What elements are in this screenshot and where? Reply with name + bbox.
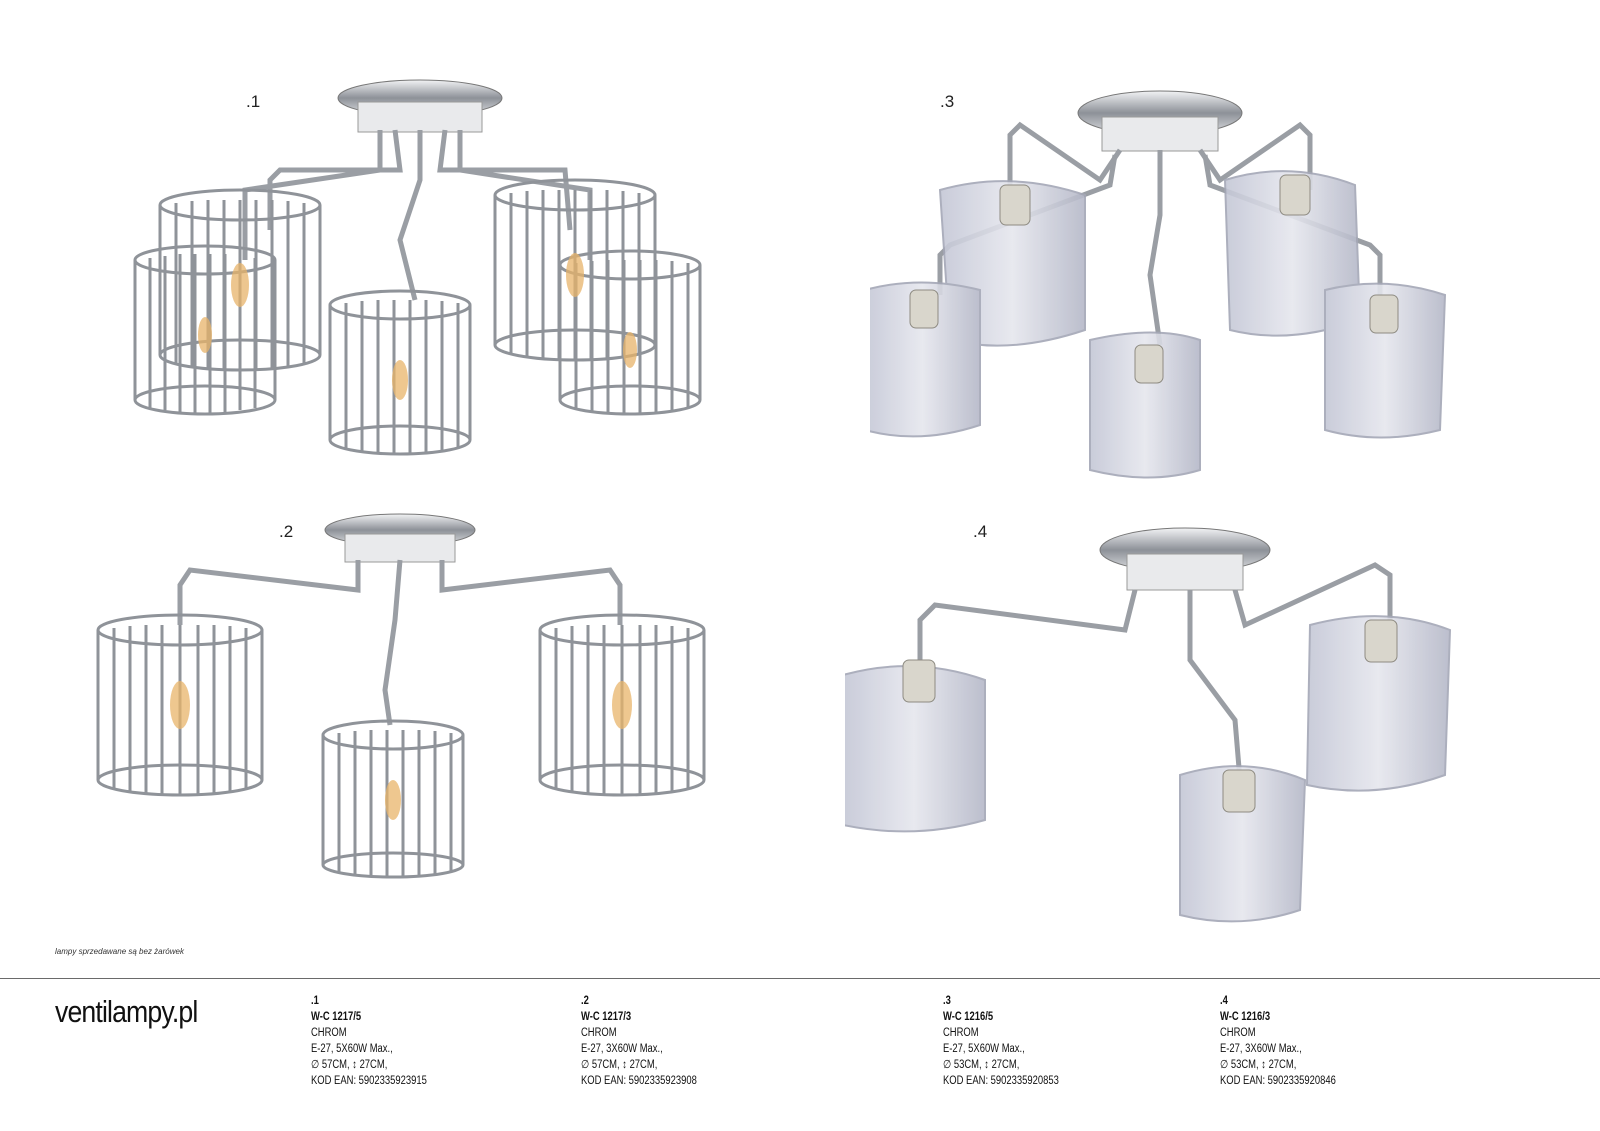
spec-dimensions: ∅ 57CM, ↕ 27CM, bbox=[311, 1059, 388, 1071]
spec-finish: CHROM bbox=[581, 1027, 617, 1039]
product-image-1 bbox=[110, 70, 730, 460]
product-label-2: .2 bbox=[279, 522, 294, 541]
spec-dimensions: ∅ 53CM, ↕ 27CM, bbox=[943, 1059, 1020, 1071]
footer-divider bbox=[0, 978, 1600, 979]
spec-finish: CHROM bbox=[943, 1027, 979, 1039]
product-label-4: .4 bbox=[973, 522, 988, 541]
spec-bulbs: E-27, 3X60W Max., bbox=[581, 1043, 663, 1055]
spec-code: W-C 1216/5 bbox=[943, 1011, 994, 1023]
product-image-4 bbox=[845, 520, 1475, 930]
product-label-3: .3 bbox=[940, 92, 955, 111]
spec-bulbs: E-27, 5X60W Max., bbox=[943, 1043, 1025, 1055]
spec-finish: CHROM bbox=[311, 1027, 347, 1039]
spec-bulbs: E-27, 3X60W Max., bbox=[1220, 1043, 1302, 1055]
spec-number: .4 bbox=[1220, 995, 1228, 1007]
glass-chandelier-3-illustration bbox=[845, 527, 1452, 923]
spec-code: W-C 1217/5 bbox=[311, 1011, 362, 1023]
cage-chandelier-5-illustration bbox=[133, 79, 702, 456]
spec-block-4: .4 W-C 1216/3 CHROM E-27, 3X60W Max., ∅ … bbox=[1220, 993, 1336, 1089]
spec-ean: KOD EAN: 5902335920853 bbox=[943, 1075, 1059, 1087]
spec-block-1: .1 W-C 1217/5 CHROM E-27, 5X60W Max., ∅ … bbox=[311, 993, 427, 1089]
spec-bulbs: E-27, 5X60W Max., bbox=[311, 1043, 393, 1055]
spec-code: W-C 1216/3 bbox=[1220, 1011, 1271, 1023]
spec-block-3: .3 W-C 1216/5 CHROM E-27, 5X60W Max., ∅ … bbox=[943, 993, 1059, 1089]
product-image-3 bbox=[870, 75, 1470, 485]
spec-number: .1 bbox=[311, 995, 319, 1007]
spec-dimensions: ∅ 57CM, ↕ 27CM, bbox=[581, 1059, 658, 1071]
spec-block-2: .2 W-C 1217/3 CHROM E-27, 3X60W Max., ∅ … bbox=[581, 993, 697, 1089]
spec-ean: KOD EAN: 5902335923908 bbox=[581, 1075, 697, 1087]
cage-chandelier-3-illustration bbox=[96, 513, 706, 879]
spec-ean: KOD EAN: 5902335920846 bbox=[1220, 1075, 1336, 1087]
spec-ean: KOD EAN: 5902335923915 bbox=[311, 1075, 427, 1087]
bulbs-notice: lampy sprzedawane są bez żarówek bbox=[55, 947, 184, 956]
brand-logo-text: ventilampy.pl bbox=[55, 994, 198, 1029]
glass-chandelier-5-illustration bbox=[870, 90, 1447, 479]
spec-code: W-C 1217/3 bbox=[581, 1011, 632, 1023]
spec-dimensions: ∅ 53CM, ↕ 27CM, bbox=[1220, 1059, 1297, 1071]
spec-finish: CHROM bbox=[1220, 1027, 1256, 1039]
product-label-1: .1 bbox=[246, 92, 261, 111]
spec-number: .2 bbox=[581, 995, 589, 1007]
spec-number: .3 bbox=[943, 995, 951, 1007]
product-image-2 bbox=[90, 510, 730, 880]
